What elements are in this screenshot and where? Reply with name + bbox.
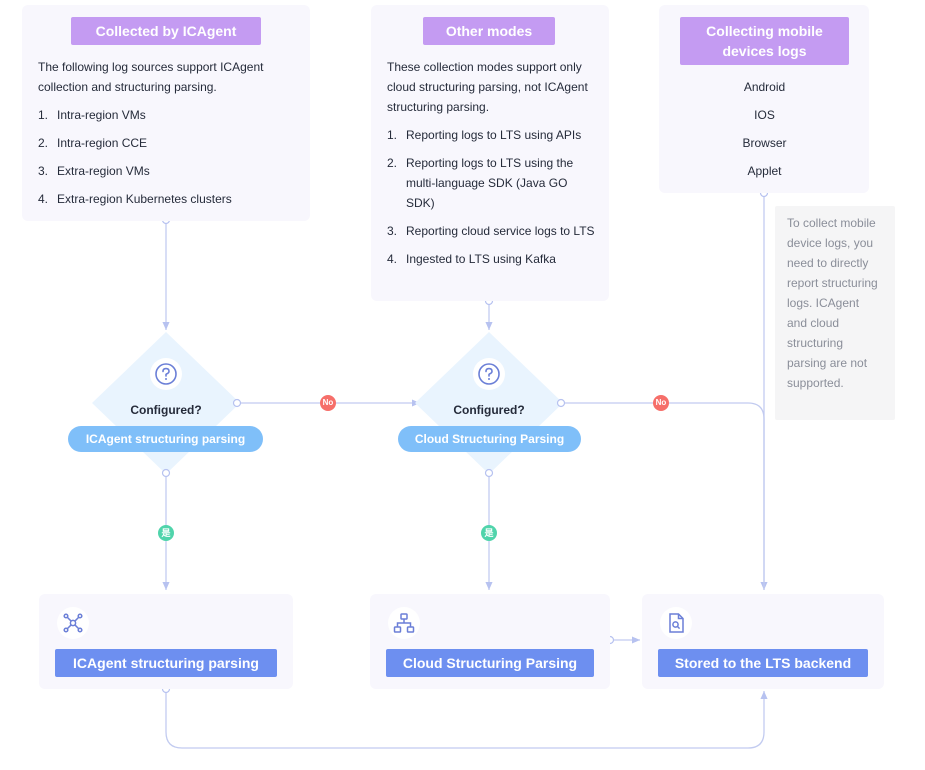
icagent-panel-title: Collected by ICAgent — [71, 17, 261, 45]
decision-left-label: ICAgent structuring parsing — [68, 426, 263, 452]
network-nodes-icon — [63, 613, 83, 633]
icagent-source-list: 1.Intra-region VMs 2.Intra-region CCE 3.… — [38, 105, 300, 217]
decision-left-text: Configured? — [130, 403, 202, 417]
list-item: Android — [743, 80, 786, 94]
yes-badge-middle: 是 — [481, 525, 497, 541]
list-item: 1.Reporting logs to LTS using APIs — [387, 128, 582, 142]
icagent-panel-intro: The following log sources support ICAgen… — [38, 60, 264, 94]
no-badge-left: No — [320, 395, 336, 411]
other-modes-panel — [371, 5, 609, 301]
yes-badge-left: 是 — [158, 525, 174, 541]
list-item: 1.Intra-region VMs — [38, 108, 146, 122]
question-circle-icon — [155, 363, 177, 385]
list-item: 3.Reporting cloud service logs to LTS — [387, 224, 595, 238]
cloud-result-icon — [388, 607, 420, 639]
document-search-icon — [669, 613, 684, 633]
icagent-structuring-parsing-button[interactable]: ICAgent structuring parsing — [55, 649, 277, 677]
other-modes-list: 1.Reporting logs to LTS using APIs 2.Rep… — [387, 125, 597, 277]
other-panel-intro: These collection modes support only clou… — [387, 60, 588, 114]
decision-middle-label: Cloud Structuring Parsing — [398, 426, 581, 452]
edge-middle-no — [565, 402, 768, 590]
list-item: IOS — [754, 108, 775, 122]
list-item: 2.Reporting logs to LTS using the multi-… — [387, 156, 574, 210]
decision-middle-text: Configured? — [453, 403, 525, 417]
cloud-structuring-parsing-button[interactable]: Cloud Structuring Parsing — [386, 649, 594, 677]
edge-icagent-to-backend — [165, 691, 768, 749]
hierarchy-icon — [393, 613, 415, 633]
other-panel-title: Other modes — [423, 17, 555, 45]
list-item: Applet — [747, 164, 782, 178]
icagent-result-icon — [57, 607, 89, 639]
no-badge-middle: No — [653, 395, 669, 411]
decision-left-question — [150, 358, 182, 390]
decision-middle-question — [473, 358, 505, 390]
stored-lts-backend-button[interactable]: Stored to the LTS backend — [658, 649, 868, 677]
list-item: 3.Extra-region VMs — [38, 164, 150, 178]
mobile-note: To collect mobile device logs, you need … — [775, 206, 895, 420]
question-circle-icon — [478, 363, 500, 385]
list-item: Browser — [742, 136, 787, 150]
list-item: 2.Intra-region CCE — [38, 136, 148, 150]
backend-result-icon — [660, 607, 692, 639]
list-item: 4.Extra-region Kubernetes clusters — [38, 192, 232, 206]
list-item: 4.Ingested to LTS using Kafka — [387, 252, 556, 266]
mobile-device-list: Android IOS Browser Applet — [680, 73, 849, 185]
mobile-panel-title: Collecting mobile devices logs — [680, 17, 849, 65]
